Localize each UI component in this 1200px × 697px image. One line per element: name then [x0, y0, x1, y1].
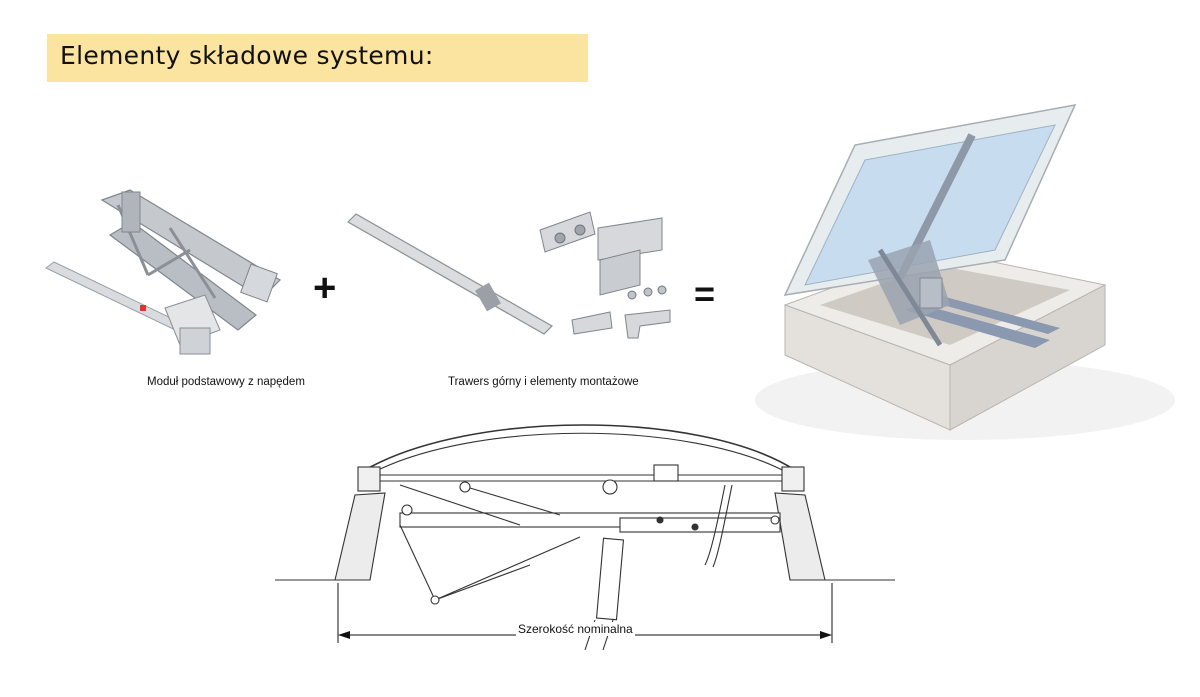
nominal-width-label: Szerokość nominalna — [516, 622, 635, 636]
roof-hatch-assembled-image — [755, 104, 1175, 440]
base-module-drive-image — [45, 189, 281, 355]
plus-sign: + — [313, 266, 337, 310]
traverse-caption: Trawers górny i elementy montażowe — [448, 376, 639, 388]
equals-sign: = — [694, 273, 716, 314]
base-module-caption: Moduł podstawowy z napędem — [147, 376, 305, 388]
upper-traverse-mounting-parts-image — [347, 211, 671, 339]
page-title: Elementy składowe systemu: — [60, 41, 434, 70]
cross-section-drawing — [275, 424, 895, 651]
title-band — [47, 34, 588, 82]
